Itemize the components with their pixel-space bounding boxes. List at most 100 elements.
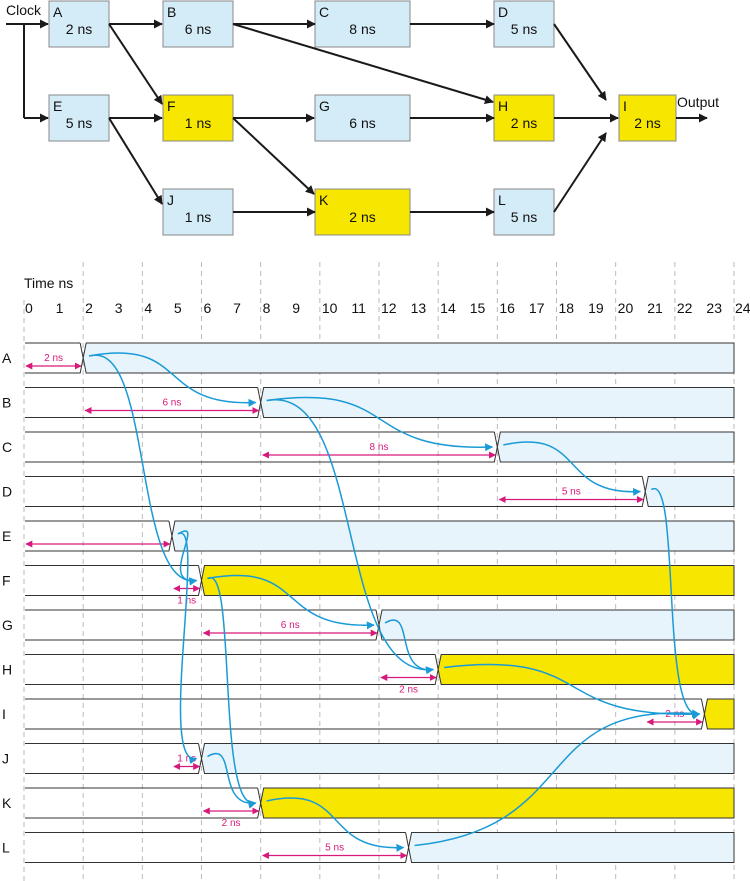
wave-settled-state	[703, 698, 735, 730]
a-to-f-arrow	[108, 23, 163, 105]
block-box	[162, 94, 234, 142]
wave-initial-state	[25, 743, 203, 774]
duration-label: 1 ns	[177, 754, 196, 765]
cause-arrow-d-i	[650, 488, 701, 720]
block-box	[493, 188, 555, 236]
time-tick-label: 16	[499, 300, 515, 316]
block-l: L 5 ns	[493, 188, 555, 236]
causality-arrows	[88, 352, 701, 852]
duration-label: 6 ns	[162, 398, 181, 409]
wave-settled-state	[378, 609, 735, 641]
output-label: Output	[677, 94, 719, 110]
time-tick-label: 14	[440, 300, 456, 316]
block-delay-label: 5 ns	[511, 21, 537, 37]
signal-name-label: C	[2, 439, 12, 455]
cause-arrow-g-h	[384, 619, 434, 675]
block-box	[162, 188, 234, 236]
block-id-label: F	[167, 98, 176, 114]
wave-settled-state	[200, 743, 735, 774]
l-to-i-arrow	[553, 132, 607, 213]
block-id-label: J	[167, 192, 174, 208]
block-delay-label: 2 ns	[349, 209, 375, 225]
cause-arrow-j-k	[207, 753, 257, 808]
block-delay-label: 5 ns	[66, 115, 92, 131]
wave-settled-state	[200, 565, 735, 596]
signal-name-label: D	[2, 484, 12, 500]
block-id-label: I	[623, 98, 627, 114]
time-tick-label: 5	[174, 300, 182, 316]
duration-label: 2 ns	[44, 353, 63, 364]
block-i: I 2 ns	[618, 94, 677, 142]
cause-arrow-c-d	[503, 441, 642, 496]
signal-name-label: I	[2, 706, 6, 722]
block-box	[314, 94, 411, 142]
cause-arrow-l-i	[414, 709, 701, 847]
d-to-i-arrow	[553, 23, 607, 101]
signal-row-e: E	[2, 520, 735, 552]
wave-initial-state	[25, 520, 173, 552]
time-tick-label: 24	[735, 300, 750, 316]
time-tick-label: 18	[559, 300, 575, 316]
time-axis-label: Time ns	[24, 275, 73, 291]
time-tick-label: 9	[292, 300, 300, 316]
time-tick-label: 21	[647, 300, 663, 316]
wave-initial-state	[25, 832, 410, 863]
block-box	[48, 0, 110, 48]
block-id-label: E	[53, 98, 62, 114]
signal-row-a: A 2 ns	[2, 342, 735, 374]
block-delay-label: 2 ns	[511, 115, 537, 131]
block-j: J 1 ns	[162, 188, 234, 236]
block-delay-label: 1 ns	[185, 209, 211, 225]
block-id-label: K	[319, 192, 329, 208]
wave-settled-state	[171, 520, 735, 552]
block-id-label: C	[319, 4, 329, 20]
block-delay-label: 5 ns	[511, 209, 537, 225]
block-delay-label: 2 ns	[634, 115, 660, 131]
block-id-label: L	[498, 192, 506, 208]
cause-arrow-e-j	[177, 532, 198, 765]
duration-label: 8 ns	[370, 442, 389, 453]
cause-arrow-f-k	[207, 577, 257, 809]
wave-initial-state	[25, 431, 498, 463]
block-delay-label: 8 ns	[349, 21, 375, 37]
time-tick-label: 0	[25, 300, 33, 316]
time-tick-label: 8	[263, 300, 271, 316]
b-to-h-arrow	[232, 23, 494, 104]
block-id-label: H	[498, 98, 508, 114]
wave-initial-state	[25, 654, 439, 685]
signal-name-label: A	[2, 350, 12, 366]
block-k: K 2 ns	[314, 188, 411, 236]
signal-name-label: B	[2, 395, 11, 411]
time-tick-label: 12	[381, 300, 397, 316]
time-tick-label: 13	[411, 300, 427, 316]
duration-label: 2 ns	[399, 685, 418, 696]
duration-label: 6 ns	[281, 620, 300, 631]
signal-row-h: H2 ns	[2, 654, 735, 696]
time-tick-label: 7	[233, 300, 241, 316]
duration-label: 2 ns	[222, 818, 241, 829]
block-b: B6 ns	[162, 0, 234, 48]
cause-arrow-f-g	[207, 574, 375, 630]
block-d: D5 ns	[493, 0, 555, 48]
block-c: C 8 ns	[314, 0, 411, 48]
wave-initial-state	[25, 565, 203, 596]
block-f: F1 ns	[162, 94, 234, 142]
block-g: G6 ns	[314, 94, 411, 142]
signal-row-b: B 6 ns	[2, 387, 735, 418]
cause-arrow-h-i	[444, 663, 701, 719]
block-box	[48, 94, 110, 142]
time-tick-label: 23	[706, 300, 722, 316]
block-box	[618, 94, 677, 142]
time-tick-label: 11	[351, 300, 366, 316]
time-tick-label: 4	[144, 300, 152, 316]
block-delay-label: 6 ns	[185, 21, 211, 37]
duration-label: 5 ns	[325, 843, 344, 854]
signal-name-label: K	[2, 795, 12, 811]
time-tick-label: 17	[529, 300, 545, 316]
